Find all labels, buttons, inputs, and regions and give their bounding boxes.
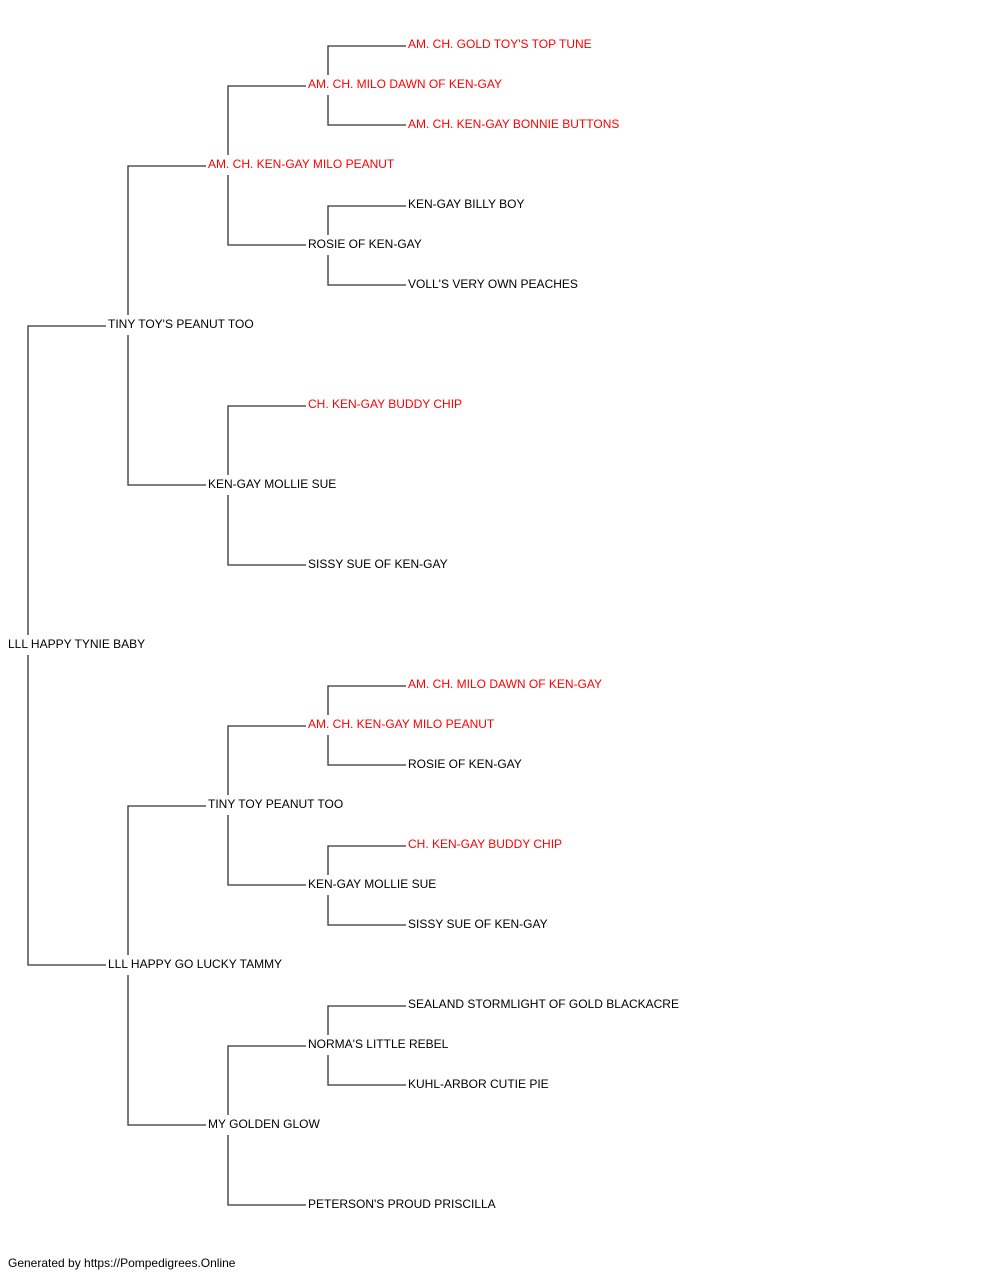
- sire-tiny-toy-s-peanut-too: TINY TOY'S PEANUT TOO: [108, 317, 254, 331]
- sire-am-ch-gold-toy-s-top-tune: AM. CH. GOLD TOY'S TOP TUNE: [508, 0, 692, 3]
- sire-sealand-patternmaker: SEALAND PATTERNMAKER: [508, 0, 665, 3]
- dam-voll-s-very-own-peaches: VOLL'S VERY OWN PEACHES: [408, 277, 578, 291]
- dam-ken-gay-mollie-sue: KEN-GAY MOLLIE SUE: [308, 877, 436, 891]
- dam-boyd-s-bambi-babe: BOYD'S BAMBI BABE: [508, 0, 628, 3]
- sire-am-ch-ken-gay-milo-peanut: AM. CH. KEN-GAY MILO PEANUT: [208, 157, 395, 171]
- dam-rosie-of-ken-gay: ROSIE OF KEN-GAY: [308, 237, 422, 251]
- dam-connector: [127, 335, 206, 486]
- sire-norma-s-little-rebel: NORMA'S LITTLE REBEL: [308, 1037, 449, 1051]
- sire-ken-gay-billy-boy: KEN-GAY BILLY BOY: [508, 0, 625, 3]
- dam-connector: [327, 95, 406, 126]
- sire-connector: [227, 725, 306, 795]
- sire-ch-ken-gay-buddy-chip: CH. KEN-GAY BUDDY CHIP: [308, 397, 462, 411]
- sire-am-ch-ken-gay-milo-peanut: AM. CH. KEN-GAY MILO PEANUT: [308, 717, 495, 731]
- dam-lll-happy-go-lucky-tammy: LLL HAPPY GO LUCKY TAMMY: [108, 957, 282, 971]
- dam-am-ch-ken-gay-bonnie-buttons: AM. CH. KEN-GAY BONNIE BUTTONS: [508, 0, 719, 3]
- dam-peterson-s-proud-priscilla: PETERSON'S PROUD PRISCILLA: [308, 1197, 496, 1211]
- dam-connector: [327, 255, 406, 286]
- subject-lll-happy-tynie-baby: LLL HAPPY TYNIE BABY: [8, 637, 145, 651]
- sire-dillard-s-gold-trinket: DILLARD'S GOLD TRINKET: [508, 0, 661, 3]
- dam-connector: [227, 495, 306, 566]
- dam-my-golden-glow: MY GOLDEN GLOW: [208, 1117, 320, 1131]
- sire-mi-lo-s-dawn-patrol: MI-LO'S DAWN PATROL: [508, 0, 641, 3]
- sire-connector: [227, 405, 306, 475]
- sire-am-ch-milo-dawn-of-ken-gay: AM. CH. MILO DAWN OF KEN-GAY: [408, 677, 602, 691]
- sire-connector: [327, 685, 406, 715]
- sire-connector: [327, 205, 406, 235]
- sire-connector: [327, 845, 406, 875]
- dam-connector: [227, 815, 306, 886]
- sire-am-ch-gold-toy-s-top-tune: AM. CH. GOLD TOY'S TOP TUNE: [408, 37, 592, 51]
- dam-sissy-sue-of-ken-gay: SISSY SUE OF KEN-GAY: [408, 917, 548, 931]
- dam-connector: [127, 975, 206, 1126]
- dam-burton-s-penelope-jane: BURTON'S PENELOPE JANE: [508, 0, 671, 3]
- dam-connector: [327, 735, 406, 766]
- sire-am-ch-milo-dawn-of-ken-gay: AM. CH. MILO DAWN OF KEN-GAY: [308, 77, 502, 91]
- dam-princess-peggie: PRINCESS PEGGIE: [508, 0, 619, 3]
- dam-connector: [327, 1055, 406, 1086]
- sire-connector: [227, 1045, 306, 1115]
- dam-tiny-tot-s-susie-marie: TINY TOT'S SUSIE MARIE: [508, 0, 653, 3]
- sire-sealand-stormlight-of-gold-blackacre: SEALAND STORMLIGHT OF GOLD BLACKACRE: [408, 997, 679, 1011]
- dam-rosie-of-ken-gay: ROSIE OF KEN-GAY: [408, 757, 522, 771]
- generated-by-footer: Generated by https://Pompedigrees.Online: [8, 1256, 236, 1270]
- sire-connector: [327, 45, 406, 75]
- dam-am-ch-ken-gay-bonnie-buttons: AM. CH. KEN-GAY BONNIE BUTTONS: [408, 117, 619, 131]
- dam-connector: [27, 655, 106, 966]
- dam-connector: [227, 175, 306, 246]
- sire-connector: [27, 325, 106, 635]
- sire-connector: [227, 85, 306, 155]
- sire-aristic-buttons-dandelion: ARISTIC BUTTONS DANDELION: [508, 0, 689, 3]
- dam-connector: [327, 895, 406, 926]
- dam-ken-gay-mollie-sue: KEN-GAY MOLLIE SUE: [208, 477, 336, 491]
- sire-ch-ken-gay-buddy-chip: CH. KEN-GAY BUDDY CHIP: [408, 837, 562, 851]
- dam-sealand-delia: SEALAND DELIA: [508, 0, 602, 3]
- sire-connector: [127, 165, 206, 315]
- sire-ken-gay-billy-boy: KEN-GAY BILLY BOY: [408, 197, 525, 211]
- dam-voll-s-very-own-peaches: VOLL'S VERY OWN PEACHES: [508, 0, 678, 3]
- dam-connector: [227, 1135, 306, 1206]
- dam-sissy-sue-of-ken-gay: SISSY SUE OF KEN-GAY: [308, 557, 448, 571]
- sire-connector: [327, 1005, 406, 1035]
- sire-tiny-toy-peanut-too: TINY TOY PEANUT TOO: [208, 797, 343, 811]
- sire-ch-ducal-billy-buttons: CH. DUCAL BILLY BUTTONS: [508, 0, 668, 3]
- sire-connector: [127, 805, 206, 955]
- dam-kuhl-arbor-cutie-pie: KUHL-ARBOR CUTIE PIE: [408, 1077, 549, 1091]
